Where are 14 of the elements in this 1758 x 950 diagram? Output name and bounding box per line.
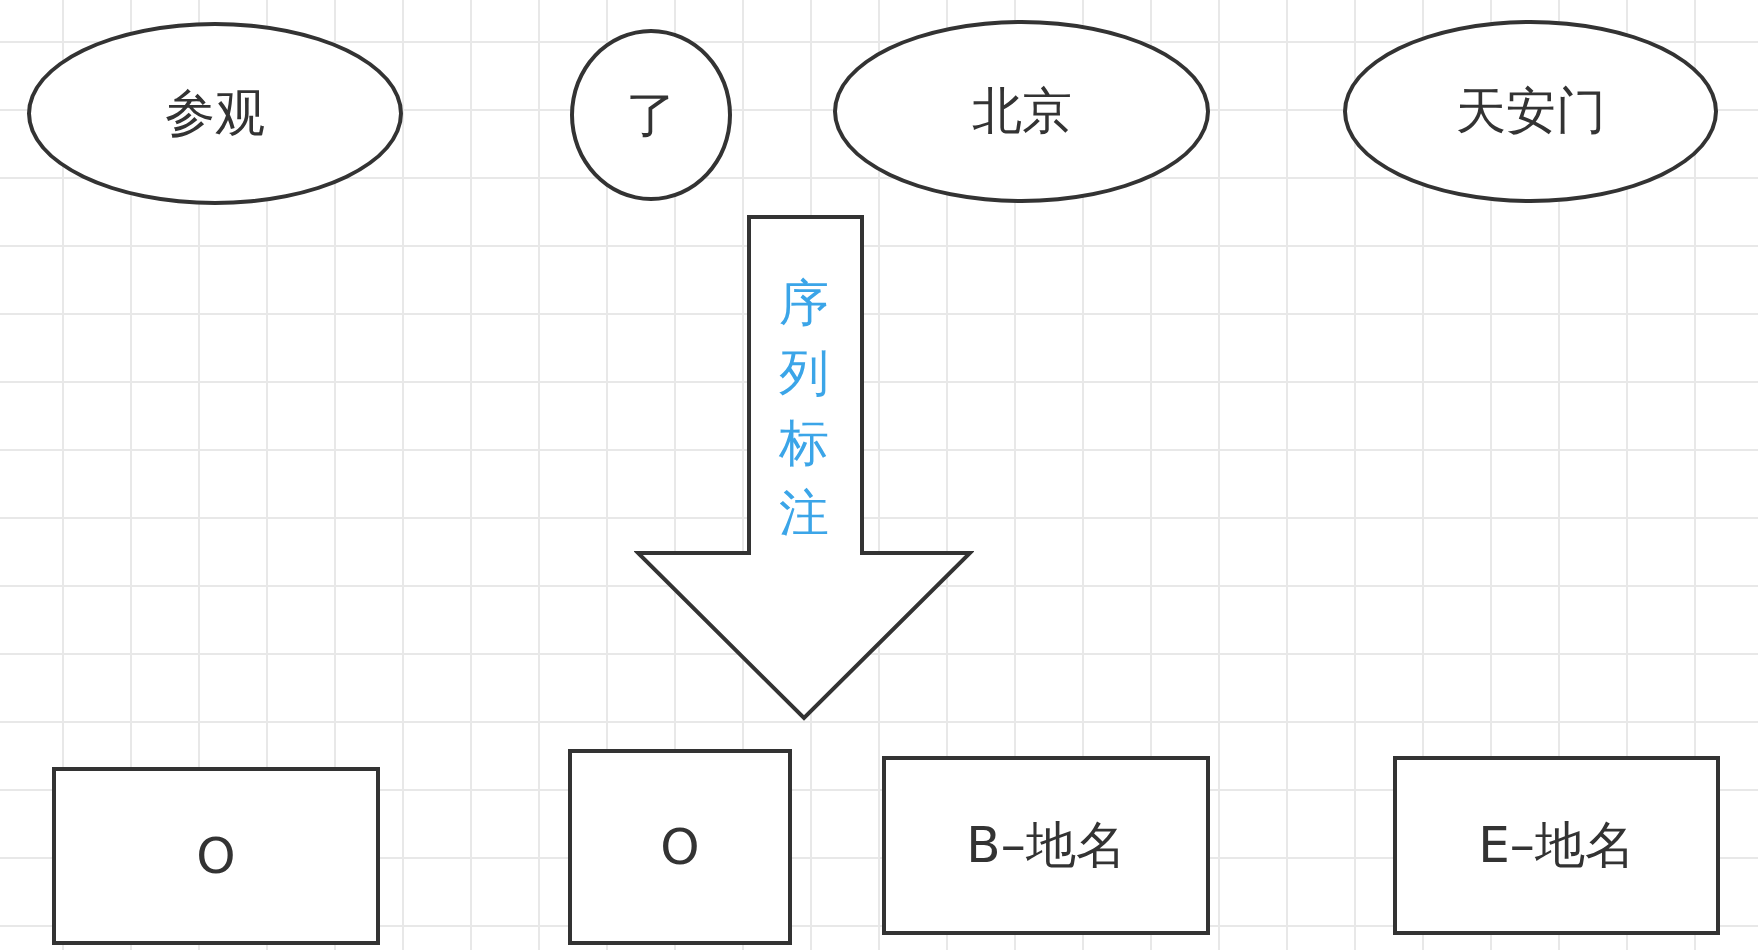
label-box	[882, 756, 1210, 935]
node-label: 北京	[971, 81, 1072, 142]
label-box	[568, 749, 792, 945]
node-label: O	[660, 818, 700, 876]
node-label: 了	[626, 84, 676, 146]
label-box	[1393, 756, 1720, 935]
label-box	[52, 767, 380, 945]
node-label: E–地名	[1478, 815, 1635, 876]
node-label: O	[196, 827, 236, 885]
node-label: 天安门	[1455, 81, 1606, 142]
node-label: 序列标注	[778, 273, 830, 544]
block-arrow	[634, 213, 974, 723]
node-label: B–地名	[966, 815, 1126, 876]
node-label: 参观	[165, 83, 265, 144]
